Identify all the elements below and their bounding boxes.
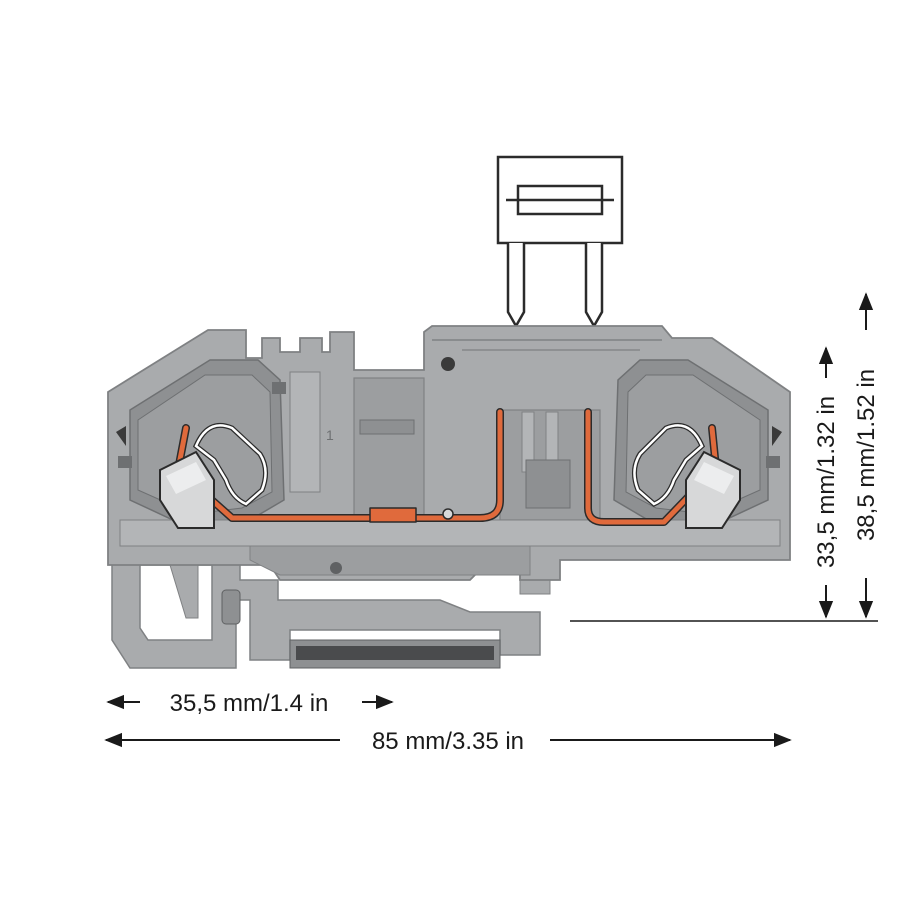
- partial-width-label: 35,5 mm/1.4 in: [170, 690, 329, 717]
- total-width-label: 85 mm/3.35 in: [372, 728, 524, 755]
- current-bar: [174, 408, 720, 526]
- position-marker-label: 1: [326, 427, 334, 443]
- dimension-total-height: 38,5 mm/1.52 in: [853, 292, 880, 619]
- terminal-housing: 1: [107, 325, 791, 581]
- dimension-partial-height: 33,5 mm/1.32 in: [813, 346, 840, 619]
- din-rail-foot: [111, 551, 551, 669]
- dimension-total-width: 85 mm/3.35 in: [104, 728, 792, 755]
- fuse-plug: [496, 155, 624, 329]
- test-hole-icon: [441, 357, 455, 371]
- left-cage-clamp: [159, 422, 268, 529]
- right-cage-clamp: [632, 422, 741, 529]
- partial-height-label: 33,5 mm/1.32 in: [813, 396, 840, 568]
- total-height-label: 38,5 mm/1.52 in: [853, 369, 880, 541]
- dimension-partial-width: 35,5 mm/1.4 in: [106, 690, 394, 717]
